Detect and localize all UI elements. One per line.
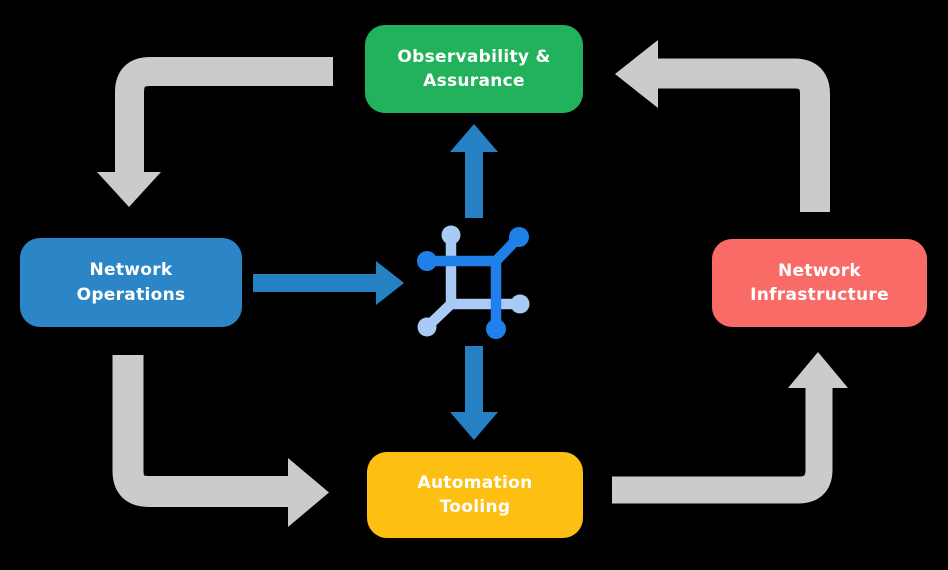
node-label-line: Assurance xyxy=(423,71,525,91)
node-label: Automation Tooling xyxy=(418,471,533,519)
node-label-line: Infrastructure xyxy=(750,285,889,305)
arrowhead-up xyxy=(450,124,498,152)
arrowhead-down xyxy=(97,172,161,207)
node-observability-assurance: Observability & Assurance xyxy=(365,25,583,113)
mesh-node-light xyxy=(417,317,437,337)
arrow-shaft xyxy=(612,388,833,504)
arrow-automation-to-infrastructure xyxy=(612,352,848,504)
arrow-shaft xyxy=(115,57,333,172)
arrowhead-right xyxy=(288,458,329,527)
arrow-shaft xyxy=(658,58,830,212)
node-label-line: Automation xyxy=(417,472,533,493)
node-label-line: Network xyxy=(89,260,173,281)
mesh-node-dark xyxy=(417,251,437,271)
arrow-center-to-automation xyxy=(450,346,498,440)
node-label-line: Tooling xyxy=(439,497,511,517)
node-network-operations: Network Operations xyxy=(20,238,242,327)
mesh-node-dark xyxy=(509,227,529,247)
mesh-node-light xyxy=(441,225,461,245)
node-automation-tooling: Automation Tooling xyxy=(367,452,583,538)
arrowhead-up xyxy=(788,352,848,388)
node-label-line: Observability & xyxy=(397,46,551,67)
arrowhead-down xyxy=(450,412,498,440)
arrow-center-to-observability xyxy=(450,124,498,218)
network-mesh-icon xyxy=(417,225,530,339)
node-label: Network Operations xyxy=(77,258,186,306)
node-label: Network Infrastructure xyxy=(750,259,889,307)
node-label-line: Network xyxy=(777,260,862,281)
arrow-operations-to-center xyxy=(253,261,404,305)
arrow-operations-to-automation xyxy=(112,355,329,527)
arrow-observability-to-operations xyxy=(97,57,333,207)
node-label: Observability & Assurance xyxy=(397,45,550,93)
mesh-node-light xyxy=(510,294,530,314)
arrow-infrastructure-to-observability xyxy=(615,40,830,212)
arrowhead-left xyxy=(615,40,658,108)
node-network-infrastructure: Network Infrastructure xyxy=(712,239,927,327)
node-label-line: Operations xyxy=(76,284,186,305)
arrow-shaft xyxy=(112,355,288,507)
mesh-node-dark xyxy=(486,319,506,339)
arrowhead-right xyxy=(376,261,404,305)
